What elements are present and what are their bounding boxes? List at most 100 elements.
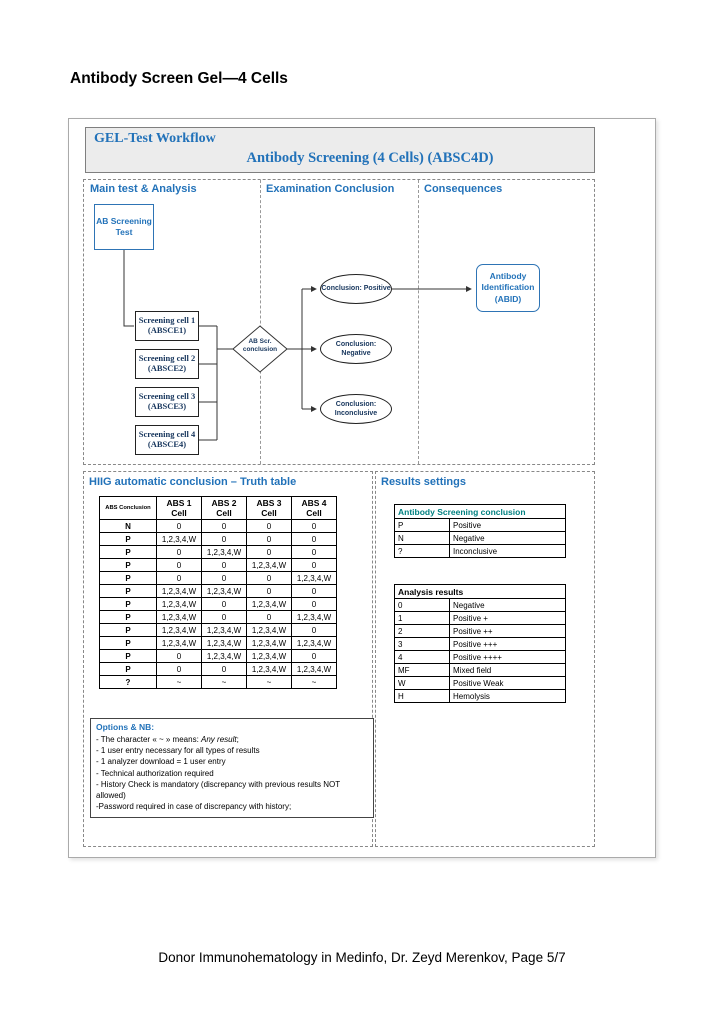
options-line: - Technical authorization required <box>96 768 368 779</box>
truth-table-cell: 1,2,3,4,W <box>246 636 292 650</box>
truth-table-cell: 1,2,3,4,W <box>246 662 292 676</box>
truth-table-cell: 1,2,3,4,W <box>201 636 247 650</box>
workflow-subtitle: Antibody Screening (4 Cells) (ABSC4D) <box>246 150 494 166</box>
column-divider-2 <box>418 180 419 464</box>
truth-table-cell: 0 <box>156 662 202 676</box>
result-code: 3 <box>394 637 450 651</box>
abs-conclusion-table-header: Antibody Screening conclusion <box>394 504 566 519</box>
abs-conclusion-table-header-row: Antibody Screening conclusion <box>394 504 566 519</box>
results-settings-title: Results settings <box>381 476 466 488</box>
truth-table-cell: ? <box>99 675 157 689</box>
truth-table-cell: P <box>99 532 157 546</box>
truth-table-header: ABS 3 Cell <box>246 496 292 520</box>
truth-table-cell: 1,2,3,4,W <box>246 649 292 663</box>
results-settings-section: Results settings Antibody Screening conc… <box>375 471 595 847</box>
truth-table-cell: 0 <box>291 597 337 611</box>
options-line: - 1 user entry necessary for all types o… <box>96 745 368 756</box>
decision-diamond-label: AB Scr. conclusion <box>242 338 278 353</box>
result-code: 2 <box>394 624 450 638</box>
truth-table-cell: 1,2,3,4,W <box>156 584 202 598</box>
screening-cell-2-node: Screening cell 2 (ABSCE2) <box>135 349 199 379</box>
truth-table-cell: 1,2,3,4,W <box>156 610 202 624</box>
truth-table-cell: 0 <box>291 623 337 637</box>
truth-table-cell: 0 <box>156 519 202 533</box>
truth-table-cell: 1,2,3,4,W <box>201 649 247 663</box>
truth-table-cell: 1,2,3,4,W <box>156 636 202 650</box>
result-label: Positive <box>449 518 566 532</box>
truth-table-cell: P <box>99 571 157 585</box>
result-code: MF <box>394 663 450 677</box>
truth-table-cell: 0 <box>291 558 337 572</box>
truth-table-cell: P <box>99 610 157 624</box>
workflow-diagram: Main test & Analysis Examination Conclus… <box>83 179 595 465</box>
options-line-segment: - 1 analyzer download = 1 user entry <box>96 757 226 767</box>
truth-table-header: ABS Conclusion <box>99 496 157 520</box>
conclusion-inconclusive-node: Conclusion: Inconclusive <box>320 394 392 424</box>
workflow-header-band: GEL-Test Workflow Antibody Screening (4 … <box>85 127 595 173</box>
truth-table-cell: P <box>99 545 157 559</box>
result-code: ? <box>394 544 450 558</box>
truth-table-cell: ~ <box>201 675 247 689</box>
result-label: Positive ++ <box>449 624 566 638</box>
truth-table-cell: 0 <box>246 610 292 624</box>
truth-table-cell: P <box>99 597 157 611</box>
truth-table-cell: P <box>99 662 157 676</box>
result-code: N <box>394 531 450 545</box>
truth-table-section: HIIG automatic conclusion – Truth table … <box>83 471 374 847</box>
truth-table-cell: 1,2,3,4,W <box>246 597 292 611</box>
options-line: -Password required in case of discrepanc… <box>96 801 368 812</box>
result-code: P <box>394 518 450 532</box>
antibody-identification-node: Antibody Identification (ABID) <box>476 264 540 312</box>
result-label: Mixed field <box>449 663 566 677</box>
truth-table-cell: 1,2,3,4,W <box>291 571 337 585</box>
truth-table-cell: 0 <box>201 662 247 676</box>
decision-diamond-shape <box>232 325 288 373</box>
result-label: Positive + <box>449 611 566 625</box>
truth-table-cell: 0 <box>201 571 247 585</box>
screening-cell-3-node: Screening cell 3 (ABSCE3) <box>135 387 199 417</box>
options-line-segment: -Password required in case of discrepanc… <box>96 802 292 812</box>
truth-table-cell: 1,2,3,4,W <box>291 662 337 676</box>
options-line: - History Check is mandatory (discrepanc… <box>96 779 368 801</box>
truth-table-cell: 0 <box>156 558 202 572</box>
page-title: Antibody Screen Gel—4 Cells <box>70 70 288 87</box>
truth-table-cell: 1,2,3,4,W <box>201 623 247 637</box>
connector-decision-branch <box>287 289 303 409</box>
result-label: Positive ++++ <box>449 650 566 664</box>
truth-table-cell: 0 <box>201 610 247 624</box>
abs-conclusion-table-row: ?Inconclusive <box>394 544 566 558</box>
result-code: H <box>394 689 450 703</box>
result-code: W <box>394 676 450 690</box>
options-line-segment: ; <box>236 735 239 744</box>
truth-table-cell: 0 <box>201 519 247 533</box>
analysis-table-header: Analysis results <box>394 584 566 599</box>
truth-table-cell: 1,2,3,4,W <box>156 597 202 611</box>
options-line-segment: - 1 user entry necessary for all types o… <box>96 746 260 756</box>
truth-table-cell: 1,2,3,4,W <box>291 636 337 650</box>
truth-table-cell: 0 <box>291 649 337 663</box>
truth-table-cell: 0 <box>246 532 292 546</box>
connector-test-to-cells <box>123 250 134 327</box>
column-header-consequences: Consequences <box>424 183 503 195</box>
truth-table-title: HIIG automatic conclusion – Truth table <box>89 476 297 488</box>
truth-table-cell: 1,2,3,4,W <box>201 545 247 559</box>
truth-table-header: ABS 1 Cell <box>156 496 202 520</box>
truth-table-cell: 1,2,3,4,W <box>246 623 292 637</box>
truth-table-cell: ~ <box>291 675 337 689</box>
result-code: 1 <box>394 611 450 625</box>
